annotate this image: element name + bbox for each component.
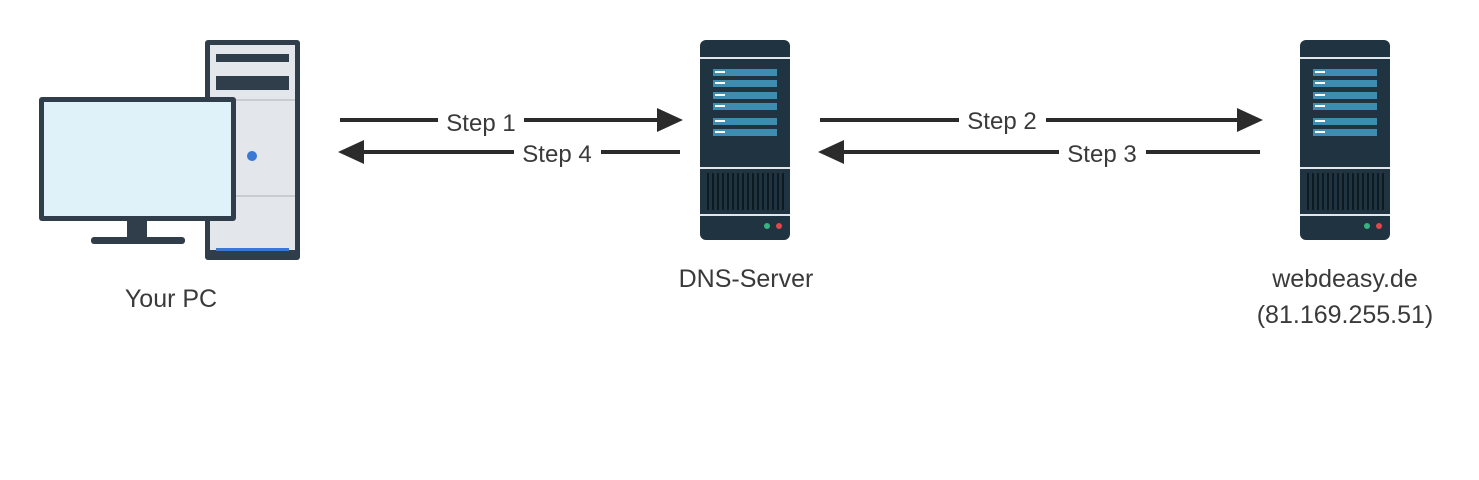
webdeasy-ip-label: (81.169.255.51) [1257, 301, 1434, 329]
web-server-icon [1299, 39, 1391, 241]
dns-server-icon [699, 39, 791, 241]
step-2-label: Step 2 [967, 108, 1036, 135]
arrow-step-4 [338, 140, 680, 164]
step-4-label: Step 4 [522, 141, 591, 168]
step-1-label: Step 1 [446, 110, 515, 137]
webdeasy-domain-label: webdeasy.de [1271, 265, 1417, 293]
dns-server-label: DNS-Server [679, 265, 814, 293]
arrow-step-2 [820, 108, 1263, 132]
step-3-label: Step 3 [1067, 141, 1136, 168]
arrow-step-1 [340, 108, 683, 132]
your-pc-icon [39, 40, 300, 260]
arrow-step-3 [818, 140, 1260, 164]
your-pc-label: Your PC [125, 285, 217, 313]
